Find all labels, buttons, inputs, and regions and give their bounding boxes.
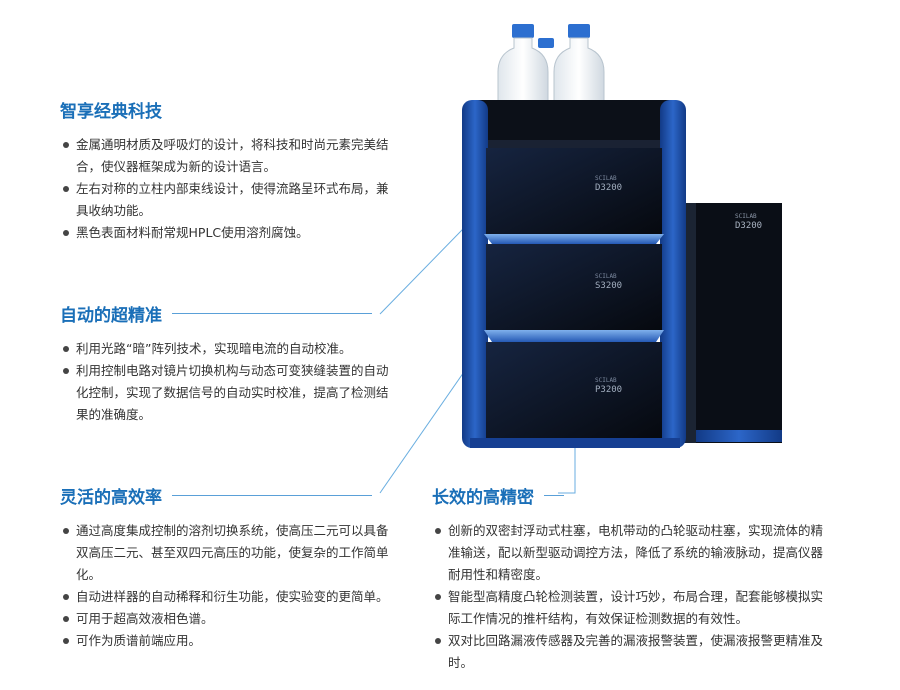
- side-module-brand: SCILAB: [735, 213, 757, 220]
- bullet-item: 利用光路“暗”阵列技术，实现暗电流的自动校准。: [60, 338, 400, 360]
- bullet-item: 可用于超高效液相色谱。: [60, 608, 400, 630]
- title-rule: [172, 495, 372, 496]
- bullet-item: 黑色表面材料耐常规HPLC使用溶剂腐蚀。: [60, 222, 400, 244]
- title-rule: [172, 313, 372, 314]
- bullet-item: 通过高度集成控制的溶剂切换系统，使高压二元可以具备双高压二元、甚至双四元高压的功…: [60, 520, 400, 586]
- module-brand: SCILAB: [595, 273, 617, 280]
- bullet-item: 可作为质谱前端应用。: [60, 630, 400, 652]
- title-rule: [544, 495, 564, 496]
- section-title: 灵活的高效率: [60, 483, 400, 508]
- bullet-list: 通过高度集成控制的溶剂切换系统，使高压二元可以具备双高压二元、甚至双四元高压的功…: [60, 520, 400, 652]
- module-label: P3200: [595, 385, 622, 395]
- bullet-item: 金属通明材质及呼吸灯的设计，将科技和时尚元素完美结合，使仪器框架成为新的设计语言…: [60, 134, 400, 178]
- bullet-list: 利用光路“暗”阵列技术，实现暗电流的自动校准。 利用控制电路对镜片切换机构与动态…: [60, 338, 400, 426]
- feature-section-design: 智享经典科技 金属通明材质及呼吸灯的设计，将科技和时尚元素完美结合，使仪器框架成…: [60, 97, 400, 244]
- section-title: 智享经典科技: [60, 102, 162, 122]
- bullet-item: 利用控制电路对镜片切换机构与动态可变狭缝装置的自动化控制，实现了数据信号的自动实…: [60, 360, 400, 426]
- section-title: 自动的超精准: [60, 301, 400, 326]
- feature-section-efficiency: 灵活的高效率 通过高度集成控制的溶剂切换系统，使高压二元可以具备双高压二元、甚至…: [60, 483, 400, 652]
- module-label: S3200: [595, 281, 622, 291]
- module-brand: SCILAB: [595, 377, 617, 384]
- module-brand: SCILAB: [595, 175, 617, 182]
- bullet-item: 双对比回路漏液传感器及完善的漏液报警装置，使漏液报警更精准及时。: [432, 630, 832, 674]
- bullet-item: 智能型高精度凸轮检测装置，设计巧妙，布局合理，配套能够模拟实际工作情况的推杆结构…: [432, 586, 832, 630]
- side-module: SCILAB D3200: [682, 203, 782, 443]
- bullet-item: 自动进样器的自动稀释和衍生功能，使实验变的更简单。: [60, 586, 400, 608]
- feature-section-durability: 长效的高精密 创新的双密封浮动式柱塞，电机带动的凸轮驱动柱塞，实现流体的精准输送…: [432, 483, 832, 674]
- module-label: D3200: [595, 183, 622, 193]
- hplc-instrument-image: SCILAB D3200 SCILAB D3200 SCILAB S3200 S…: [462, 24, 782, 448]
- bullet-item: 左右对称的立柱内部束线设计，使得流路呈环式布局，兼具收纳功能。: [60, 178, 400, 222]
- section-title: 长效的高精密: [432, 483, 832, 508]
- bullet-list: 创新的双密封浮动式柱塞，电机带动的凸轮驱动柱塞，实现流体的精准输送，配以新型驱动…: [432, 520, 832, 674]
- bullet-item: 创新的双密封浮动式柱塞，电机带动的凸轮驱动柱塞，实现流体的精准输送，配以新型驱动…: [432, 520, 832, 586]
- side-module-label: D3200: [735, 221, 762, 231]
- bullet-list: 金属通明材质及呼吸灯的设计，将科技和时尚元素完美结合，使仪器框架成为新的设计语言…: [60, 134, 400, 244]
- solvent-bottles: [497, 24, 605, 103]
- feature-section-precision: 自动的超精准 利用光路“暗”阵列技术，实现暗电流的自动校准。 利用控制电路对镜片…: [60, 301, 400, 426]
